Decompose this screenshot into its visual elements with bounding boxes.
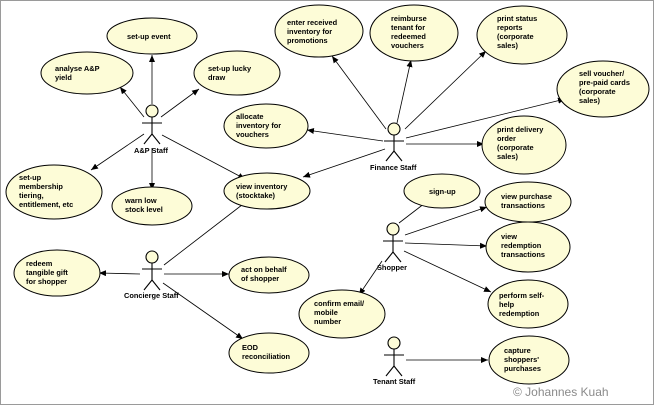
- assoc-con-view-inventory: [163, 197, 252, 266]
- actor-label: Tenant Staff: [373, 377, 416, 386]
- svg-text:sign-up: sign-up: [429, 187, 456, 196]
- assoc-ap-analyse: [119, 86, 145, 118]
- assoc-fin-sell: [405, 97, 566, 139]
- assoc-ap-view-inventory: [161, 134, 246, 180]
- assoc-shopper-redemption: [404, 242, 488, 249]
- use-case-label: set-up event: [127, 32, 171, 41]
- assoc-shopper-confirm: [358, 260, 383, 296]
- watermark: © Johannes Kuah: [513, 385, 609, 399]
- actor-finance-staff: Finance Staff: [370, 122, 417, 172]
- actor-shopper: Shopper: [377, 222, 407, 272]
- assoc-ap-lucky-draw: [160, 88, 200, 118]
- assoc-con-redeem: [98, 270, 141, 277]
- stick-figure-icon: [384, 336, 404, 377]
- assoc-fin-reimburse: [396, 59, 413, 124]
- svg-text:sell voucher/pre-paid cards(co: sell voucher/pre-paid cards(corporatesal…: [579, 69, 630, 105]
- use-case-signup: sign-up: [403, 173, 481, 209]
- stick-figure-icon: [142, 104, 162, 145]
- stick-figure-icon: [384, 122, 404, 162]
- assoc-fin-allocate: [306, 128, 384, 142]
- actor-label: Concierge Staff: [124, 291, 179, 300]
- actor-ap-staff: A&P Staff: [134, 104, 168, 155]
- actor-concierge-staff: Concierge Staff: [124, 250, 179, 300]
- svg-text:view inventory(stocktake): view inventory(stocktake): [236, 182, 288, 200]
- use-case-setup-event: set-up event: [106, 17, 198, 55]
- actor-label: A&P Staff: [134, 146, 168, 155]
- assoc-shopper-selfhelp: [403, 250, 492, 293]
- stick-figure-icon: [383, 222, 403, 263]
- assoc-fin-status: [404, 50, 487, 130]
- actor-tenant-staff: Tenant Staff: [373, 336, 416, 386]
- assoc-fin-view-inventory: [302, 148, 386, 178]
- assoc-fin-enter: [331, 55, 387, 130]
- assoc-shopper-purchase: [404, 206, 488, 236]
- assoc-ap-membership: [90, 133, 145, 171]
- assoc-con-eod: [162, 282, 244, 340]
- use-case-view-inventory: view inventory(stocktake): [223, 172, 311, 210]
- stick-figure-icon: [142, 250, 162, 291]
- actor-label: Shopper: [377, 263, 407, 272]
- actor-label: Finance Staff: [370, 163, 417, 172]
